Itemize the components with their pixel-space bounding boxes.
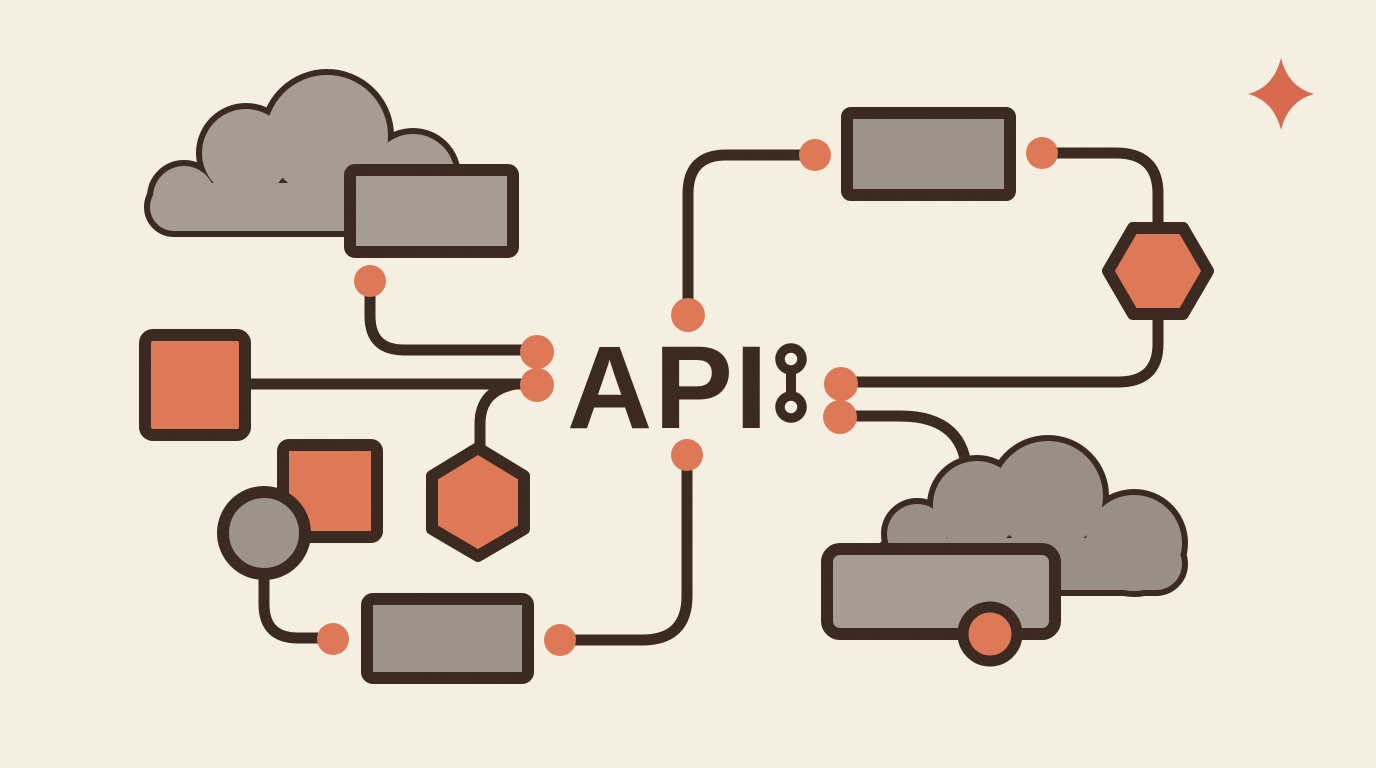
connector-dot	[823, 400, 857, 434]
circle-gray	[217, 486, 311, 580]
connector-dot	[317, 623, 349, 655]
connector-dot	[520, 335, 554, 369]
connector-rect-tr-to-hexagon-right	[1050, 147, 1164, 238]
connector-hexagon-right-to-api-dots	[850, 304, 1164, 388]
rectangle-bottom-left	[361, 593, 534, 684]
connector-left-dots-to-hexagon-bl	[474, 378, 522, 458]
api-title: API	[567, 322, 770, 454]
sparkle-icon	[1248, 58, 1314, 130]
hexagon-bottom-left	[426, 442, 530, 562]
connector-rect-bl-to-below-api-dot	[569, 462, 693, 646]
connector-above-api-dot-to-rect-tr	[682, 149, 807, 306]
port-circle	[957, 601, 1023, 667]
connector-dot	[799, 139, 831, 171]
connector-rect-tl-to-left-dots	[364, 282, 530, 356]
connector-dot	[520, 368, 554, 402]
connector-circle-to-dot	[258, 570, 326, 644]
rectangle-top-left	[344, 164, 519, 258]
link-icon	[775, 343, 807, 423]
rounded-rectangle-bottom-right	[821, 543, 1061, 640]
connector-dot	[824, 367, 858, 401]
square-left	[139, 329, 251, 441]
connector-dot	[354, 265, 386, 297]
rectangle-top-right	[841, 107, 1016, 201]
connector-dot	[544, 624, 576, 656]
connector-dot	[1026, 137, 1058, 169]
hexagon-right	[1102, 222, 1214, 320]
